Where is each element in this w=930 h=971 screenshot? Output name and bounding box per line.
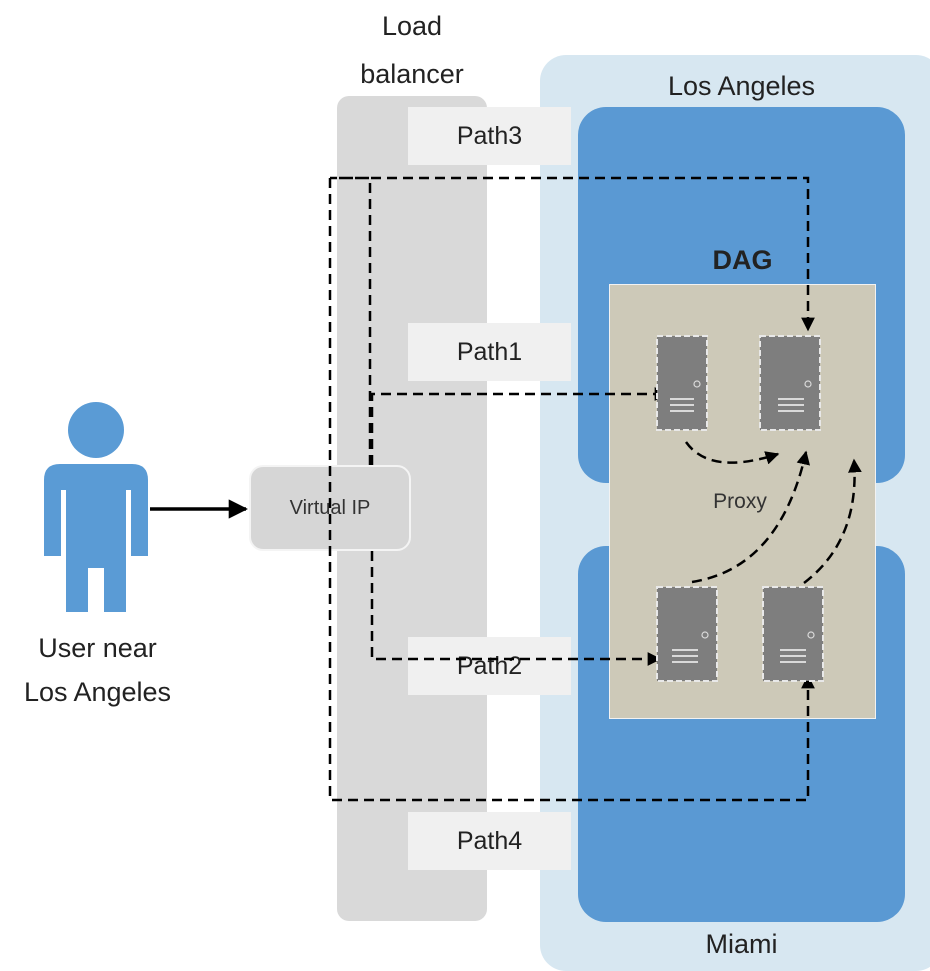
server-la-2 — [759, 335, 821, 431]
region-label-miami: Miami — [705, 929, 778, 959]
dag-label: DAG — [712, 245, 773, 275]
path3-label: Path3 — [408, 107, 571, 165]
proxy-label: Proxy — [713, 490, 767, 513]
load-balancer-label-line2: balancer — [360, 59, 464, 89]
proxy-curve-1 — [684, 441, 780, 465]
region-label-los-angeles: Los Angeles — [667, 71, 816, 101]
path2-line — [370, 551, 662, 666]
path3-line — [330, 176, 815, 465]
path4-line — [328, 178, 815, 802]
proxy-curve-3 — [803, 458, 862, 584]
proxy-curve-2 — [691, 450, 810, 584]
user-label-line2: Los Angeles — [23, 677, 172, 707]
path1-line — [370, 387, 669, 465]
load-balancer-label-line1: Load — [381, 11, 443, 41]
user-icon — [44, 402, 148, 612]
user-label-line1: User near — [38, 633, 157, 663]
path2-label: Path2 — [408, 637, 571, 695]
dag-box — [609, 284, 876, 719]
server-miami-1 — [656, 586, 718, 682]
server-la-1 — [656, 335, 708, 431]
path1-label: Path1 — [408, 323, 571, 381]
path4-label: Path4 — [408, 812, 571, 870]
server-miami-2 — [762, 586, 824, 682]
